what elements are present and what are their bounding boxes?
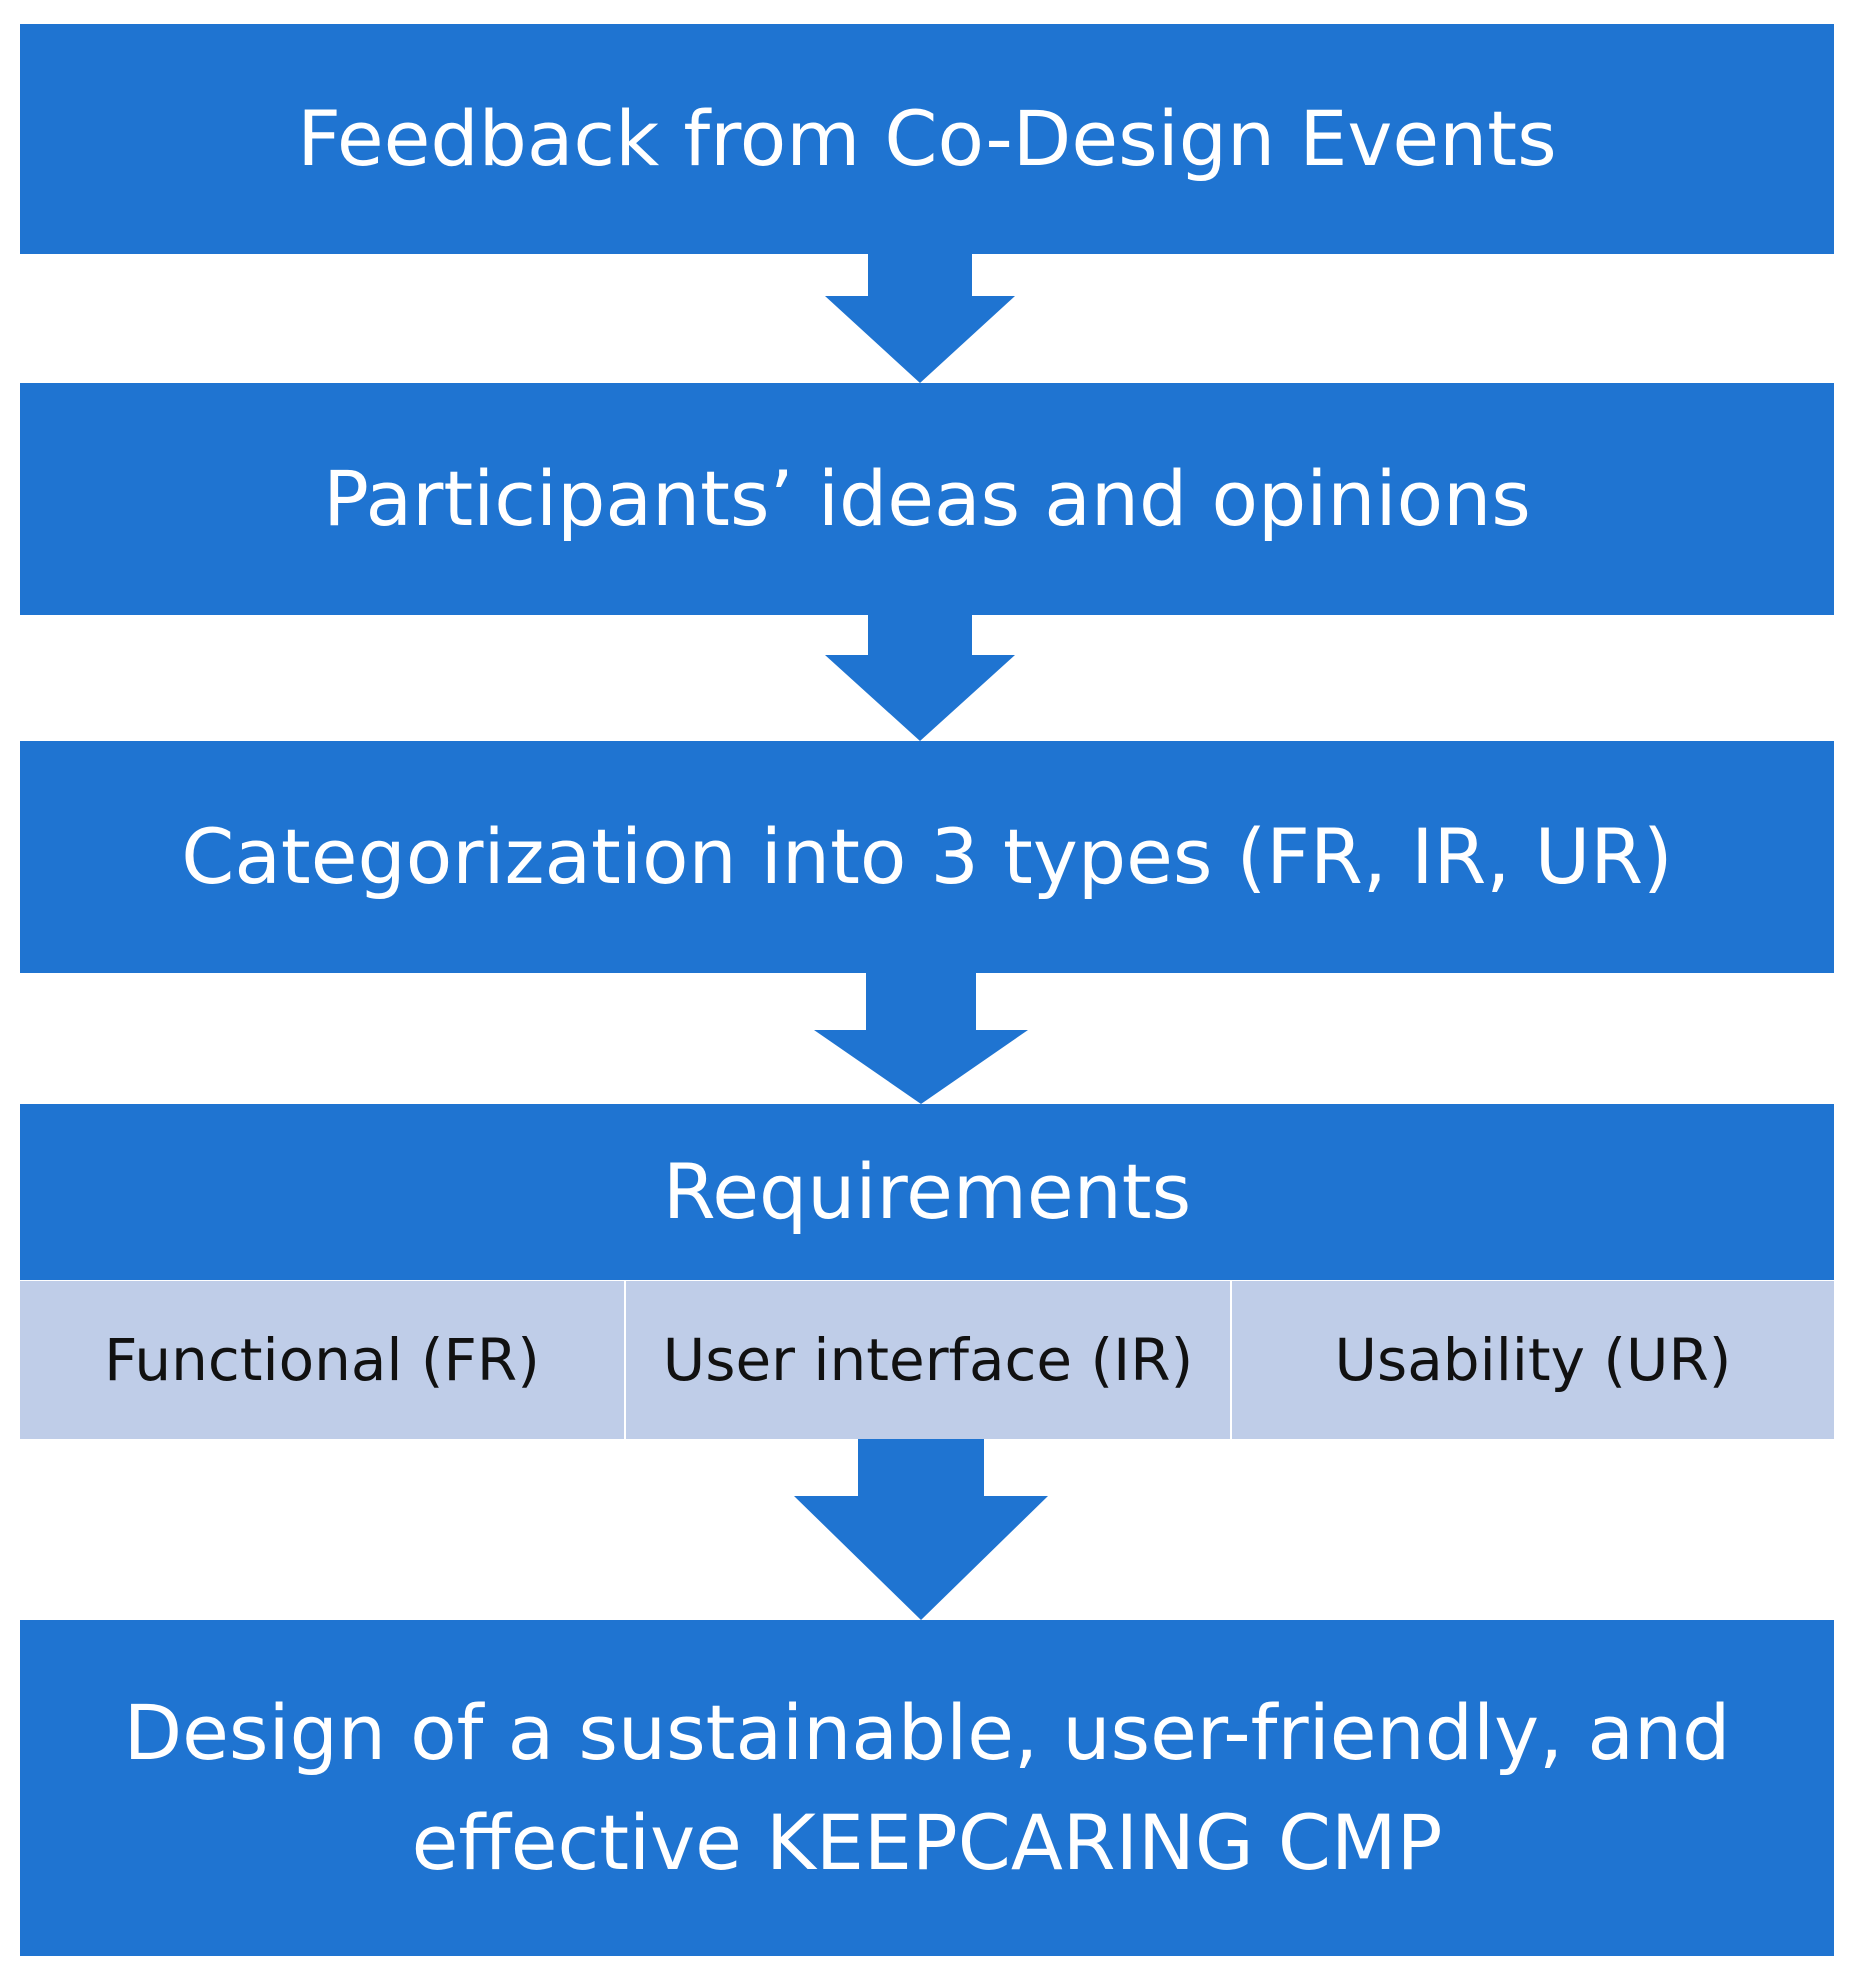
step-design-label: Design of a sustainable, user-friendly, … bbox=[123, 1687, 1731, 1887]
step-categorization-label: Categorization into 3 types (FR, IR, UR) bbox=[181, 812, 1673, 901]
down-arrow-3-icon bbox=[814, 973, 1028, 1104]
down-arrow-4-icon bbox=[794, 1439, 1048, 1620]
requirement-types-row: Functional (FR) User interface (IR) Usab… bbox=[20, 1281, 1834, 1439]
step-categorization-box: Categorization into 3 types (FR, IR, UR) bbox=[20, 741, 1834, 973]
requirement-type-label: Functional (FR) bbox=[104, 1326, 540, 1394]
step-requirements-label: Requirements bbox=[662, 1147, 1192, 1236]
requirement-type-label: Usability (UR) bbox=[1334, 1326, 1732, 1394]
requirement-type-functional: Functional (FR) bbox=[20, 1281, 624, 1439]
step-feedback-label: Feedback from Co-Design Events bbox=[297, 94, 1557, 183]
step-participants-box: Participants’ ideas and opinions bbox=[20, 383, 1834, 615]
step-feedback-box: Feedback from Co-Design Events bbox=[20, 24, 1834, 254]
step-requirements-box: Requirements bbox=[20, 1104, 1834, 1280]
down-arrow-1-icon bbox=[825, 254, 1015, 383]
requirement-type-usability: Usability (UR) bbox=[1232, 1281, 1834, 1439]
requirement-type-user-interface: User interface (IR) bbox=[626, 1281, 1230, 1439]
step-participants-label: Participants’ ideas and opinions bbox=[323, 454, 1531, 543]
step-design-box: Design of a sustainable, user-friendly, … bbox=[20, 1620, 1834, 1956]
down-arrow-2-icon bbox=[825, 615, 1015, 741]
requirement-type-label: User interface (IR) bbox=[662, 1326, 1194, 1394]
